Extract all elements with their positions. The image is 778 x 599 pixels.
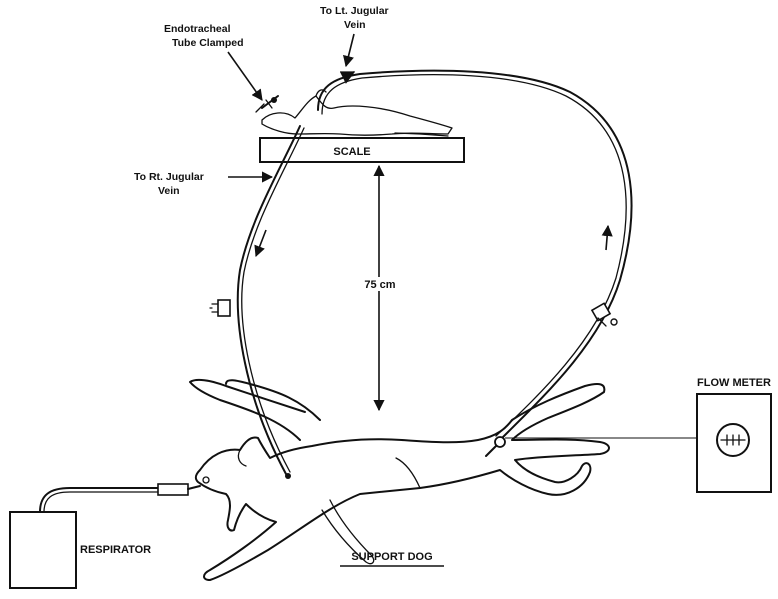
left-jugular-line-2: Vein bbox=[344, 19, 366, 31]
right-jugular-callout: To Rt. Jugular Vein bbox=[134, 171, 272, 197]
donor-dog bbox=[256, 90, 452, 136]
respirator-tube bbox=[40, 484, 200, 512]
respirator-label: RESPIRATOR bbox=[80, 544, 151, 556]
flow-meter: FLOW METER bbox=[697, 377, 771, 492]
right-jugular-line-1: To Rt. Jugular bbox=[134, 171, 204, 183]
height-dimension: 75 cm bbox=[360, 166, 400, 410]
endotracheal-line-2: Tube Clamped bbox=[172, 37, 244, 49]
scale-platform: SCALE bbox=[260, 138, 464, 162]
flow-meter-label: FLOW METER bbox=[697, 377, 771, 389]
right-tube-clamp bbox=[210, 300, 230, 316]
endotracheal-callout: Endotracheal Tube Clamped bbox=[164, 23, 262, 100]
endotracheal-label: Endotracheal Tube Clamped bbox=[164, 23, 244, 49]
right-jugular-line-2: Vein bbox=[158, 185, 180, 197]
support-dog bbox=[190, 380, 609, 580]
endotracheal-line-1: Endotracheal bbox=[164, 23, 231, 35]
support-dog-caption: SUPPORT DOG bbox=[340, 551, 444, 566]
height-label: 75 cm bbox=[364, 279, 395, 291]
right-jugular-tube bbox=[210, 126, 304, 474]
right-jugular-label: To Rt. Jugular Vein bbox=[134, 171, 207, 197]
respirator: RESPIRATOR bbox=[10, 512, 151, 588]
left-jugular-tube bbox=[318, 71, 632, 440]
support-dog-label: SUPPORT DOG bbox=[351, 551, 432, 563]
neck-cannula-site bbox=[285, 473, 291, 479]
femoral-cannula bbox=[486, 437, 505, 456]
scale-label: SCALE bbox=[333, 146, 370, 158]
left-jugular-label: To Lt. Jugular Vein bbox=[320, 5, 392, 31]
left-jugular-line-1: To Lt. Jugular bbox=[320, 5, 389, 17]
left-jugular-callout: To Lt. Jugular Vein bbox=[320, 5, 392, 66]
